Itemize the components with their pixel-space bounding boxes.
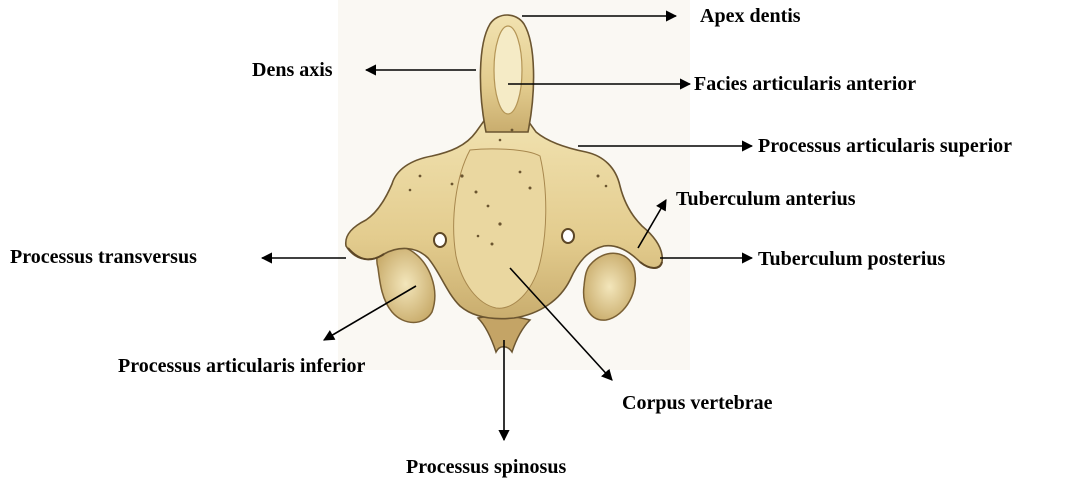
- label-processus-spinosus: Processus spinosus: [406, 456, 566, 478]
- label-facies-articularis-anterior: Facies articularis anterior: [694, 73, 916, 95]
- corpus-surface: [454, 149, 546, 308]
- label-tuberculum-posterius: Tuberculum posterius: [758, 248, 945, 270]
- left-transverse-foramen: [434, 233, 446, 247]
- right-transverse-foramen: [562, 229, 574, 243]
- label-apex-dentis: Apex dentis: [700, 5, 801, 27]
- label-corpus-vertebrae: Corpus vertebrae: [622, 392, 773, 414]
- label-processus-articularis-inferior: Processus articularis inferior: [118, 355, 365, 377]
- label-processus-transversus: Processus transversus: [10, 246, 197, 268]
- label-processus-articularis-superior: Processus articularis superior: [758, 135, 1012, 157]
- label-tuberculum-anterius: Tuberculum anterius: [676, 188, 855, 210]
- label-dens-axis: Dens axis: [252, 59, 333, 81]
- anterior-articular-facet: [494, 26, 522, 114]
